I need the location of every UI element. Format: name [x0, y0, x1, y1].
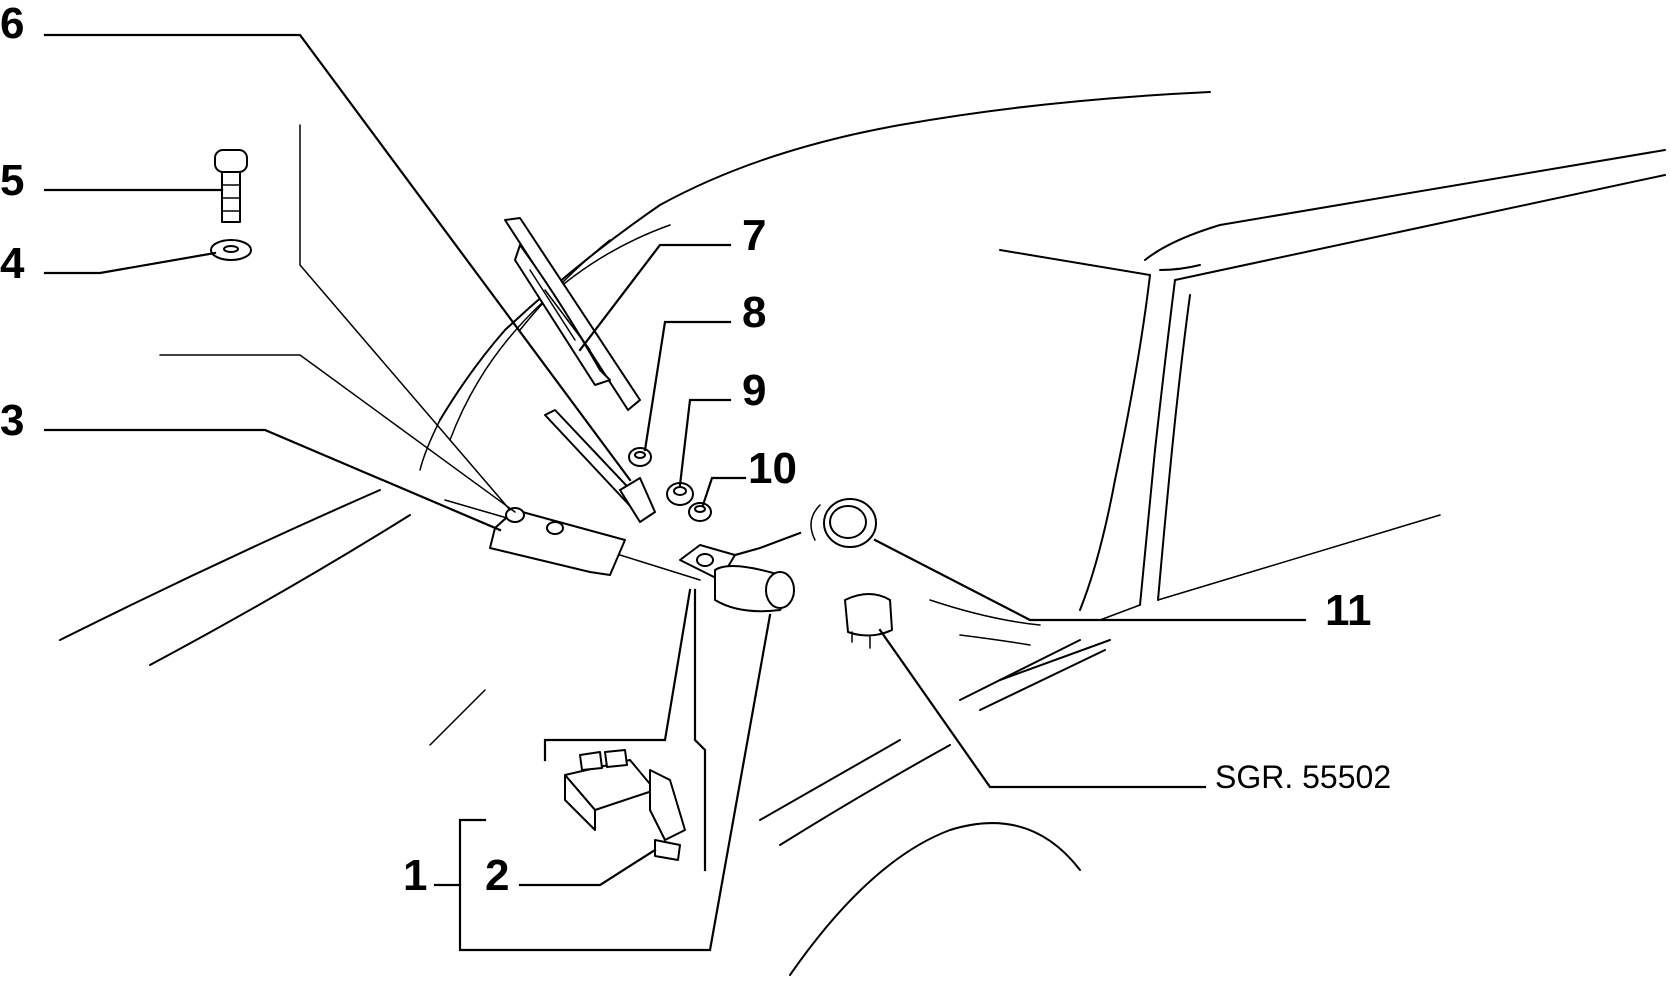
part-6-wiper-arm: [544, 409, 656, 523]
callout-9: 9: [742, 366, 766, 415]
callout-11: 11: [1325, 586, 1372, 635]
relay-sgr-55502: [844, 593, 893, 649]
callout-sgr-55502: SGR. 55502: [1215, 759, 1391, 795]
part-2-control-unit: [564, 749, 686, 861]
callout-1: 1: [403, 851, 427, 900]
callout-6: 6: [0, 0, 24, 48]
callout-7: 7: [742, 211, 766, 260]
part-3-bracket: [489, 507, 626, 576]
part-11-grommet: [810, 498, 877, 548]
part-1-wiper-motor: [679, 544, 795, 613]
leader-lines: [43, 33, 1307, 952]
part-9-nut: [666, 482, 694, 506]
part-4-washer: [210, 239, 252, 261]
part-10-cap: [688, 502, 712, 522]
callout-2: 2: [485, 851, 509, 900]
car-body-outline: [59, 91, 1666, 976]
callout-labels: 6 5 4 3 7 8 9 10 11 SGR. 55502 1 2: [0, 0, 1391, 900]
callout-5: 5: [0, 156, 24, 205]
callout-8: 8: [742, 288, 766, 337]
callout-4: 4: [0, 239, 25, 288]
callout-10: 10: [748, 444, 797, 493]
part-8-nut: [628, 447, 652, 467]
part-7-wiper-blade: [504, 217, 641, 411]
callout-3: 3: [0, 396, 24, 445]
part-5-bolt: [214, 149, 248, 223]
